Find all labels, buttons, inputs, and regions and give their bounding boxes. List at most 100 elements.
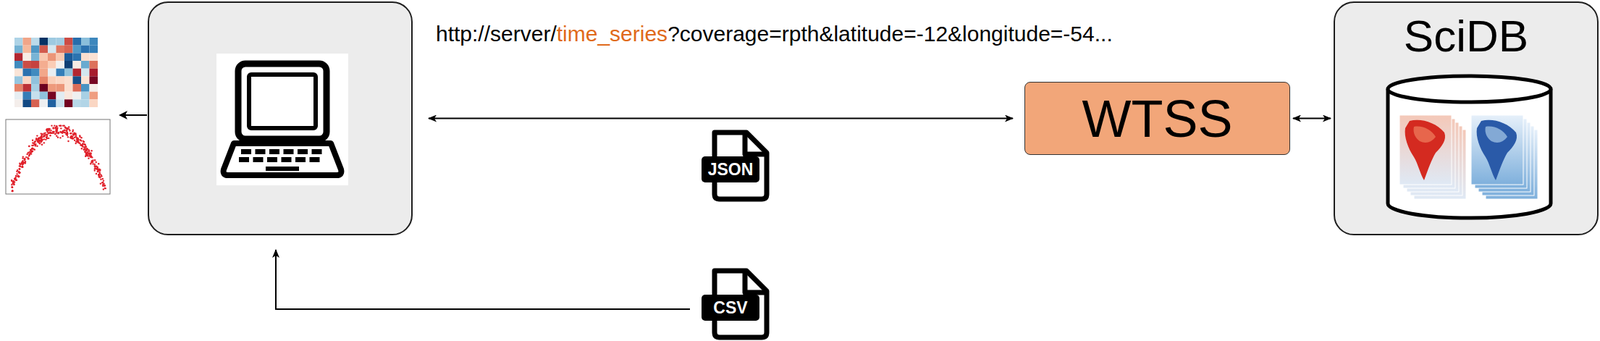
heatmap-cell xyxy=(81,76,90,84)
heatmap-cell xyxy=(47,37,57,46)
heatmap-cell xyxy=(39,83,49,92)
heatmap-cell xyxy=(31,76,40,84)
heatmap-cell xyxy=(73,76,82,84)
node-label: WTSS xyxy=(1082,89,1233,149)
scatter-point xyxy=(34,144,37,147)
scatter-point xyxy=(28,145,30,147)
scatter-point xyxy=(104,187,106,189)
scatter-point xyxy=(95,173,98,175)
scatter-point xyxy=(15,179,18,181)
scatter-point xyxy=(10,183,13,186)
heatmap-cell xyxy=(81,37,90,46)
heatmap-cell xyxy=(23,76,32,84)
scatter-point xyxy=(37,137,40,140)
scatter-point xyxy=(87,149,90,151)
heatmap-cell xyxy=(56,60,66,69)
scatter-point xyxy=(18,175,20,177)
heatmap-cell xyxy=(89,52,99,61)
scatter-thumbnail xyxy=(5,119,111,195)
scatter-point xyxy=(66,134,69,137)
heatmap-cell xyxy=(73,99,82,108)
scatter-point xyxy=(97,166,99,168)
scatter-point xyxy=(18,167,21,170)
heatmap-cell xyxy=(14,83,24,92)
scatter-point xyxy=(99,175,101,178)
scatter-point xyxy=(20,165,23,168)
scatter-point xyxy=(28,154,30,157)
scatter-point xyxy=(45,128,48,131)
scatter-point xyxy=(36,134,38,137)
scatter-point xyxy=(97,170,99,173)
scatter-point xyxy=(65,132,67,134)
scatter-point xyxy=(57,132,59,134)
scatter-point xyxy=(28,145,30,147)
heatmap-cell xyxy=(89,91,99,100)
scatter-point xyxy=(31,149,34,152)
heatmap-cell xyxy=(64,52,74,61)
heatmap-cell xyxy=(23,60,32,69)
scatter-point xyxy=(67,140,69,142)
scatter-point xyxy=(34,144,37,146)
heatmap-cell xyxy=(56,99,66,108)
heatmap-cell xyxy=(64,60,74,69)
heatmap-cell xyxy=(31,37,40,46)
scatter-point xyxy=(86,154,89,157)
scatter-point xyxy=(33,142,35,145)
heatmap-cell xyxy=(64,76,74,84)
scatter-point xyxy=(89,154,91,156)
heatmap-cell xyxy=(81,91,90,100)
scatter-point xyxy=(29,149,32,151)
scatter-point xyxy=(10,179,13,181)
scatter-point xyxy=(68,125,70,128)
scatter-point xyxy=(70,132,72,134)
scatter-point xyxy=(87,157,90,160)
heatmap-cell xyxy=(89,45,99,54)
scatter-point xyxy=(62,124,64,126)
scatter-point xyxy=(30,152,32,155)
heatmap-cell xyxy=(89,60,99,69)
scatter-point xyxy=(92,162,95,165)
scatter-point xyxy=(90,149,92,152)
scatter-point xyxy=(94,166,96,168)
scatter-point xyxy=(18,170,20,173)
heatmap-cell xyxy=(73,37,82,46)
scatter-point xyxy=(49,131,52,134)
heatmap-cell xyxy=(31,68,40,77)
scatter-point xyxy=(28,151,31,153)
scatter-point xyxy=(31,146,34,149)
url-part: ?coverage=rpth&latitude=-12&longitude=-5… xyxy=(667,21,1113,46)
scatter-point xyxy=(95,161,98,163)
node-label: CSV xyxy=(701,294,760,321)
scatter-point xyxy=(102,184,104,187)
heatmap-cell xyxy=(73,68,82,77)
scatter-point xyxy=(57,131,60,134)
scatter-point xyxy=(18,172,21,174)
heatmap-cell xyxy=(31,60,40,69)
scatter-point xyxy=(46,131,48,133)
heatmap-cell xyxy=(47,99,57,108)
heatmap-cell xyxy=(47,45,57,54)
scatter-point xyxy=(89,154,91,156)
scatter-point xyxy=(102,188,105,190)
scatter-point xyxy=(18,162,21,165)
scatter-point xyxy=(36,145,38,147)
scatter-point xyxy=(61,135,63,137)
heatmap-cell xyxy=(81,52,90,61)
scatter-point xyxy=(18,165,21,167)
scatter-point xyxy=(34,143,37,145)
scatter-point xyxy=(44,131,46,134)
scatter-point xyxy=(94,159,96,161)
scatter-point xyxy=(89,162,92,165)
laptop-icon xyxy=(216,53,349,186)
scatter-point xyxy=(76,139,78,141)
heatmap-cell xyxy=(31,91,40,100)
scatter-point xyxy=(70,136,72,139)
scatter-point xyxy=(64,125,66,128)
url-part: http://server/ xyxy=(435,21,557,46)
node-label: JSON xyxy=(701,156,760,183)
scatter-point xyxy=(23,159,26,161)
heatmap-cell xyxy=(89,76,99,84)
scatter-point xyxy=(37,137,40,140)
scatter-point xyxy=(104,187,107,189)
scatter-point xyxy=(12,180,14,183)
